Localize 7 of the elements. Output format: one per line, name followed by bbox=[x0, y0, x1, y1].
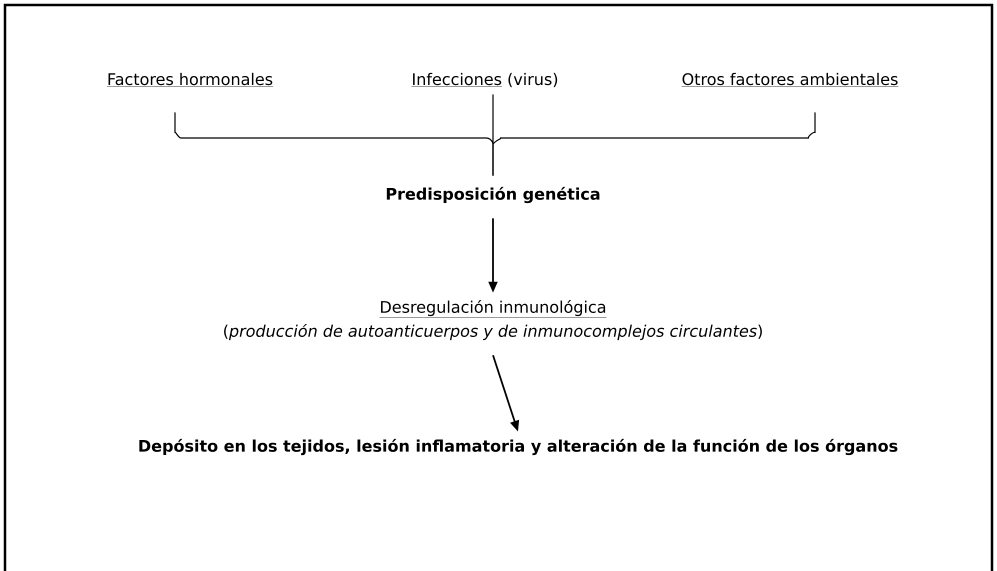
factor-label: Factores hormonales bbox=[106, 72, 274, 87]
factor-label: Otros factores ambientales bbox=[681, 72, 899, 87]
step-label: Predisposición genética bbox=[386, 186, 600, 204]
brace-line bbox=[492, 112, 816, 176]
step-label: Depósito en los tejidos, lesión inflamatoria y alteración de la función de los órganos bbox=[139, 438, 898, 456]
factor-label: Infecciones (virus) bbox=[411, 72, 558, 88]
step-label: Desregulación inmunológica (producción de autoanticuerpos y de inmunocomplejos circulantes) bbox=[224, 300, 762, 340]
